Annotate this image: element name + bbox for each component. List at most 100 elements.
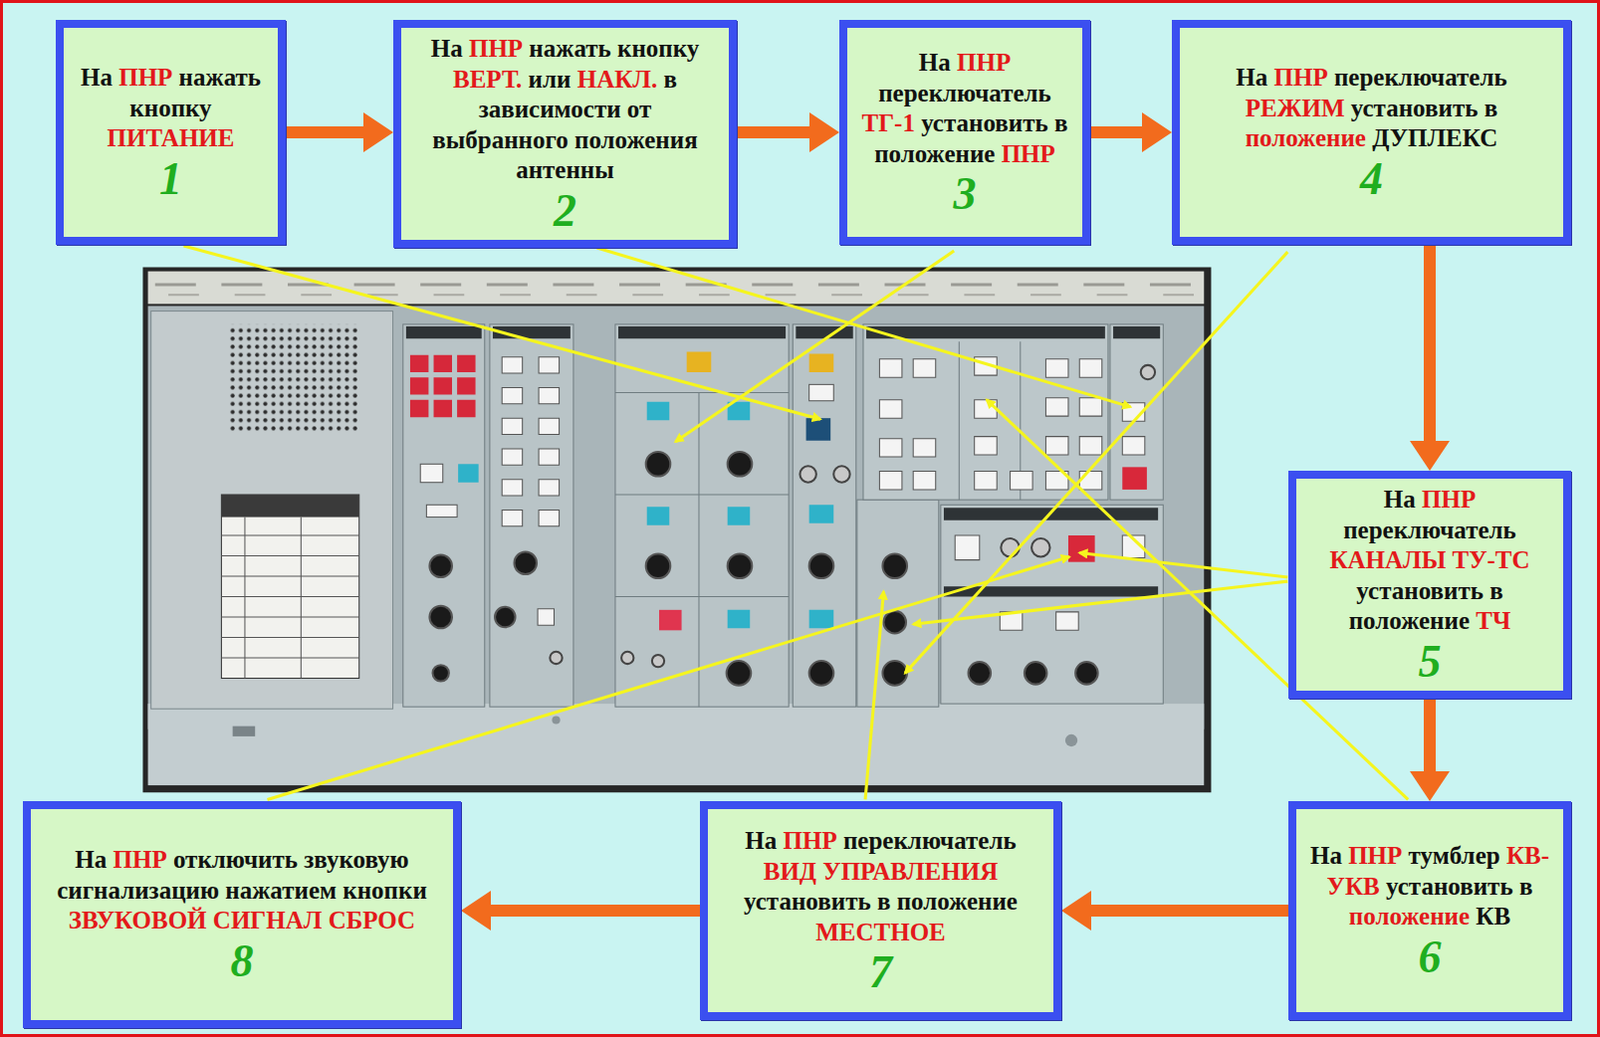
arrow-shaft [1087,905,1289,917]
step-text: На ПНР тумблер КВ-УКВ установить в полож… [1306,841,1554,933]
white-buttons [501,357,559,627]
arrow-head [809,112,840,153]
white-button [420,463,444,482]
highlight-word: ПНР [1274,63,1329,91]
panel-group [142,245,1408,800]
arrow-head [1061,891,1092,931]
step-number: 2 [553,188,577,234]
step-text: На ПНР нажать кнопку ВЕРТ. или НАКЛ. в з… [411,33,719,187]
highlight-word: ПИТАНИЕ [107,124,235,152]
highlight-word: МЕСТНОЕ [815,918,946,946]
step-text: На ПНР переключатель РЕЖИМ установить в … [1189,62,1554,155]
module-header [406,326,482,339]
info-table-head [221,494,359,518]
sound-reset-button [1068,535,1096,563]
highlight-word: ПНР [1348,842,1402,870]
flow-arrow [1061,891,1289,931]
control-module [857,499,939,707]
highlight-word: ЗВУКОВОЙ [68,907,208,934]
label-strip [148,271,1205,305]
highlight-word: ПНР [468,34,523,62]
highlight-word: РЕЖИМ [1245,94,1346,122]
step-text: На ПНР переключатель ТГ-1 установить в п… [857,47,1073,170]
screw [1065,734,1078,747]
arrow-head [1409,771,1450,802]
flow-arrow [736,112,840,153]
antenna-buttons [879,357,1102,490]
photo-frame [142,266,1211,793]
arrow-shaft [285,126,368,139]
highlight-word: положение [1349,903,1470,930]
teal-buttons [647,402,835,630]
highlight-word: ВИД [763,858,817,886]
flow-arrow [1090,112,1172,153]
step-text: На ПНР переключатель ВИД УПРАВЛЕНИЯ уста… [717,826,1044,948]
highlight-word: УПРАВЛЕНИЯ [822,858,998,886]
highlight-word: СИГНАЛ [213,907,323,934]
step-number: 4 [1360,156,1383,203]
arrow-head [1142,112,1172,153]
module-dividers [615,393,789,708]
module [1110,324,1163,500]
highlight-word: ПНР [1421,485,1476,513]
highlight-word: СБРОС [328,907,417,934]
step-box: На ПНР переключатель КАНАЛЫ ТУ-ТС устано… [1288,470,1572,699]
module-header [866,326,1106,339]
name-plate [232,726,256,737]
step-text: На ПНР переключатель КАНАЛЫ ТУ-ТС устано… [1306,484,1554,638]
power-button [806,418,832,442]
arrow-head [363,112,394,153]
module [403,324,485,707]
highlight-word: ПНР [118,63,173,91]
highlight-word: ПНР [113,846,168,874]
step-text: На ПНР отключить звуковую сигнализацию н… [40,845,444,937]
red-button [1122,466,1147,490]
speaker-module [151,311,394,710]
info-table-grid [221,517,359,680]
speaker-grill [229,324,361,433]
step-number: 3 [953,171,977,218]
info-table [221,494,359,679]
step-box: На ПНР переключатель РЕЖИМ установить в … [1171,19,1572,245]
arrow-head [1409,441,1450,471]
red-button [659,610,683,631]
arrow-shaft [1423,698,1436,777]
leader-lines [183,245,1408,800]
step-text: На ПНР нажать кнопку ПИТАНИЕ [73,62,268,155]
module [489,324,574,707]
step-number: 6 [1418,934,1442,981]
white-button [809,384,835,401]
highlight-word: ВЕРТ. [453,65,522,93]
step-box: На ПНР нажать кнопку ПИТАНИЕ1 [55,19,286,245]
flow-arrow [1409,244,1450,471]
module-header [1113,326,1160,339]
step-number: 1 [159,156,183,203]
step-box: На ПНР отключить звуковую сигнализацию н… [22,801,461,1029]
arrow-shaft [1090,126,1146,139]
teal-button [457,463,478,482]
highlight-word: ПНР [956,48,1011,76]
step-box: На ПНР переключатель ТГ-1 установить в п… [839,19,1091,245]
highlight-word: ПНР [1001,140,1056,168]
highlight-word: ТГ-1 [861,109,915,137]
antenna-module [863,324,1109,500]
highlight-word: ТУ-ТС [1452,546,1531,574]
step-number: 8 [230,938,254,985]
yellow-buttons [686,352,835,373]
label-strip-marks [155,282,1199,286]
highlight-word: ТЧ [1475,607,1511,635]
screw [551,715,560,724]
step-box: На ПНР тумблер КВ-УКВ установить в полож… [1288,801,1572,1021]
panel-ledge [148,703,1205,786]
highlight-word: положение [1245,124,1367,152]
arrow-shaft [486,905,700,917]
arrow-head [460,891,491,931]
flow-arrow [1409,698,1450,803]
red-buttons [410,355,476,419]
step-box: На ПНР нажать кнопку ВЕРТ. или НАКЛ. в з… [393,19,737,248]
flow-arrow [460,891,700,931]
highlight-word: КАНАЛЫ [1329,546,1446,574]
highlight-word: ПНР [783,827,838,855]
label-strip-marks [168,293,1199,296]
step-number: 5 [1418,639,1442,686]
